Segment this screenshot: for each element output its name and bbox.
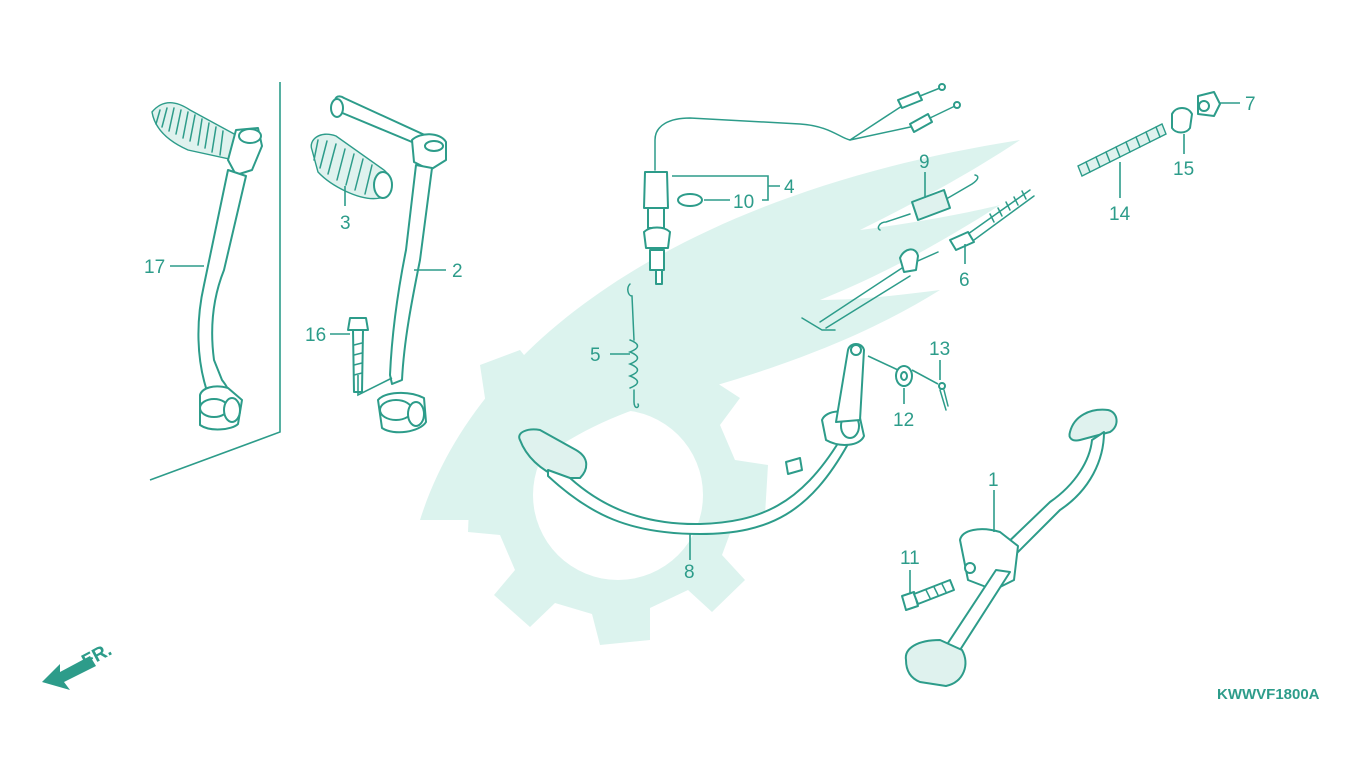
callout-3: 3 — [340, 213, 351, 234]
leader-16 — [330, 333, 393, 397]
washer-12 — [895, 365, 913, 387]
spring-5 — [627, 283, 640, 409]
callout-7: 7 — [1245, 94, 1256, 115]
bolt-16 — [347, 317, 369, 393]
side-stand-1 — [904, 408, 1118, 687]
stop-switch-4 — [643, 83, 961, 285]
callout-8: 8 — [684, 562, 695, 583]
bolt-11 — [901, 579, 955, 611]
kick-starter-arm-2 — [330, 95, 447, 434]
spring-9 — [877, 174, 979, 231]
callout-11: 11 — [900, 548, 920, 569]
front-direction-arrow-icon — [42, 656, 96, 690]
group-frame — [149, 82, 281, 481]
callout-12: 12 — [893, 410, 914, 431]
callout-labels: 17 3 2 16 4 10 9 5 6 14 15 7 13 12 8 1 1… — [144, 94, 1256, 583]
callout-1: 1 — [988, 470, 999, 491]
clip-10 — [677, 193, 703, 207]
callout-15: 15 — [1173, 159, 1194, 180]
callout-2: 2 — [452, 261, 463, 282]
diagram-code: KWWVF1800A — [1217, 686, 1320, 703]
brake-rod-6 — [801, 189, 1035, 331]
joint-15 — [1171, 107, 1193, 134]
callout-17: 17 — [144, 257, 165, 278]
callout-4: 4 — [784, 177, 795, 198]
kick-starter-arm-17 — [151, 102, 263, 431]
callout-10: 10 — [733, 192, 754, 213]
callout-13: 13 — [929, 339, 950, 360]
spring-14 — [1077, 123, 1167, 177]
leader-13 — [911, 360, 941, 385]
callout-5: 5 — [590, 345, 601, 366]
cotter-pin-13 — [938, 382, 949, 411]
grip-rubber-3 — [310, 133, 393, 200]
callout-16: 16 — [305, 325, 326, 346]
leader-4 — [672, 175, 780, 201]
callout-9: 9 — [919, 152, 930, 173]
leader-12 — [867, 355, 905, 404]
brake-pedal-8 — [518, 343, 865, 535]
adjusting-nut-7 — [1197, 91, 1221, 117]
callout-14: 14 — [1109, 204, 1131, 225]
callout-6: 6 — [959, 270, 970, 291]
